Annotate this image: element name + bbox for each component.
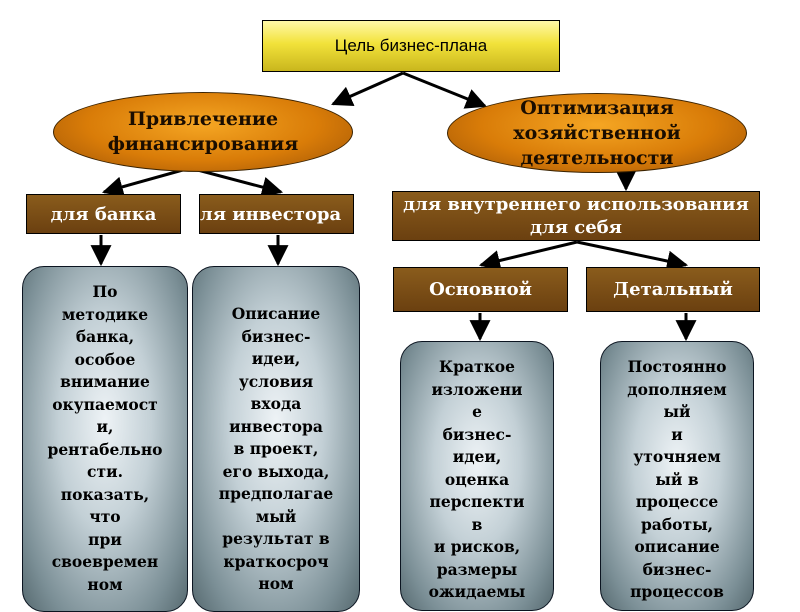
- internal-use-label-line1: для внутреннего использования: [403, 194, 749, 215]
- for-bank-label: для банка: [50, 203, 157, 225]
- arrow-internal-detailed: [576, 240, 689, 272]
- detailed-plan-label: Детальный: [613, 279, 733, 300]
- internal-use-box: для внутреннего использования для себя: [392, 191, 760, 241]
- main-plan-label: Основной: [429, 279, 532, 300]
- branch-financing-label: Привлечение финансирования: [107, 108, 299, 155]
- for-investor-label: для инвестора: [199, 203, 342, 225]
- arrow-goal-right: [402, 71, 487, 109]
- bank-description-card: По методике банка, особое внимание окупа…: [22, 266, 188, 612]
- bank-description-text: По методике банка, особое внимание окупа…: [47, 282, 163, 594]
- investor-description-card: Описание бизнес- идеи, условия входа инв…: [192, 266, 360, 612]
- branch-optimization-label: Оптимизация хозяйственной деятельности: [513, 96, 681, 169]
- arrow-goal-left: [331, 71, 404, 106]
- branch-financing-ellipse: Привлечение финансирования: [53, 92, 353, 172]
- main-plan-description-text: Краткое изложени е бизнес- идеи, оценка …: [428, 357, 526, 601]
- arrow-left-bank: [101, 166, 191, 198]
- main-plan-box: Основной: [393, 267, 568, 312]
- detailed-plan-box: Детальный: [586, 267, 760, 312]
- arrow-left-investor: [189, 166, 284, 198]
- detailed-plan-description-card: Постоянно дополняем ый и уточняем ый в п…: [600, 341, 754, 611]
- main-plan-description-card: Краткое изложени е бизнес- идеи, оценка …: [400, 341, 554, 611]
- arrow-internal-main: [478, 240, 578, 271]
- for-investor-box: для инвестора: [199, 194, 354, 234]
- investor-description-text: Описание бизнес- идеи, условия входа инв…: [218, 304, 334, 593]
- for-bank-box: для банка: [26, 194, 181, 234]
- internal-use-label-line2: для себя: [530, 217, 622, 238]
- branch-optimization-ellipse: Оптимизация хозяйственной деятельности: [447, 93, 747, 173]
- detailed-plan-description-text: Постоянно дополняем ый и уточняем ый в п…: [627, 357, 727, 601]
- goal-box: Цель бизнес-плана: [262, 20, 560, 72]
- goal-label: Цель бизнес-плана: [334, 36, 488, 55]
